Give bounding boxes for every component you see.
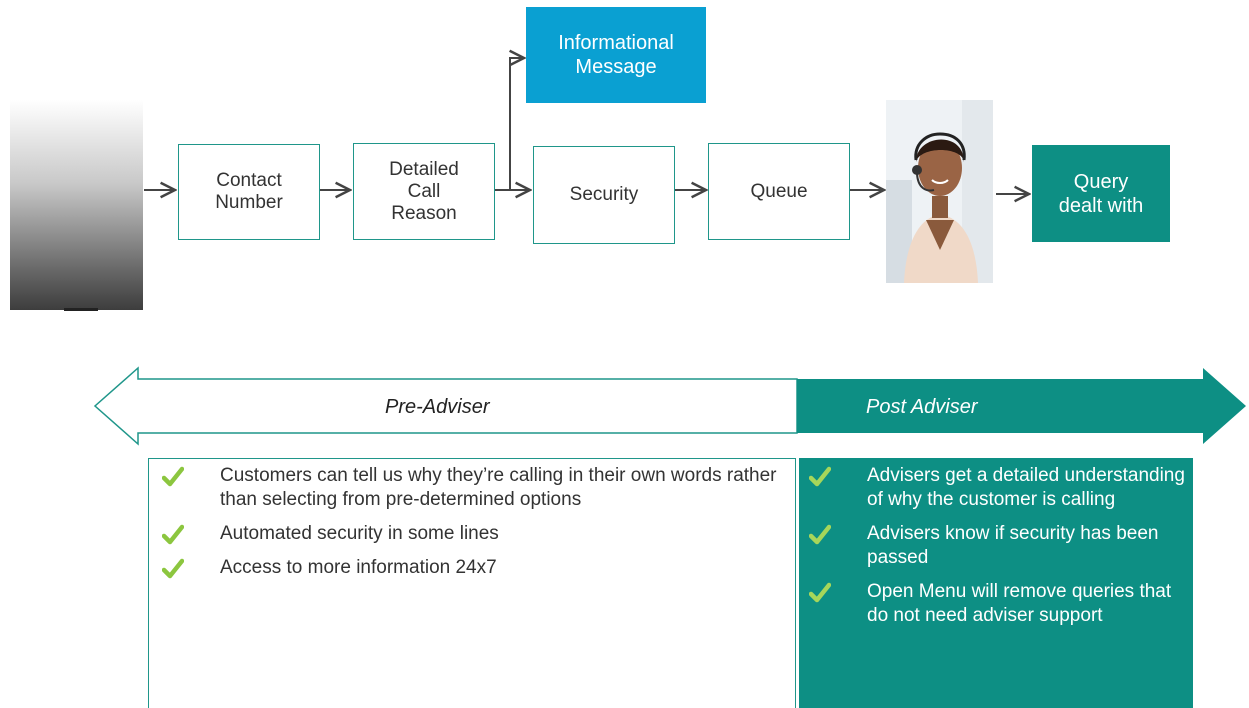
pre-adviser-arrow — [93, 366, 798, 446]
list-item: Open Menu will remove queries that do no… — [809, 580, 1189, 628]
list-item: Customers can tell us why they’re callin… — [162, 464, 792, 512]
list-item: Access to more information 24x7 — [162, 556, 792, 580]
adviser-illustration — [886, 100, 993, 283]
detailed-call-reason-label: Detailed Call Reason — [389, 158, 459, 224]
arrow-detailed-to-informational — [509, 58, 524, 190]
caller-panel-base-mark — [64, 308, 98, 311]
benefit-text: Customers can tell us why they’re callin… — [220, 465, 777, 510]
adviser-photo — [886, 100, 993, 283]
pre-adviser-benefits-list: Customers can tell us why they’re callin… — [162, 464, 792, 590]
benefit-text: Advisers get a detailed understanding of… — [867, 465, 1185, 510]
phase-arrow-banner — [93, 366, 1246, 446]
flow-connectors — [144, 0, 1249, 320]
benefit-text: Automated security in some lines — [220, 523, 499, 544]
benefit-text: Access to more information 24x7 — [220, 557, 497, 578]
post-adviser-label: Post Adviser — [866, 396, 978, 418]
informational-message-box: Informational Message — [526, 7, 706, 103]
informational-message-label: Informational Message — [558, 32, 674, 78]
list-item: Automated security in some lines — [162, 522, 792, 546]
post-adviser-arrow — [797, 368, 1246, 444]
post-adviser-panel — [799, 458, 1193, 708]
checkmark-icon — [162, 558, 184, 579]
queue-box: Queue — [708, 143, 850, 240]
query-dealt-with-label: Query dealt with — [1058, 170, 1144, 217]
security-label: Security — [569, 184, 639, 205]
checkmark-icon — [162, 524, 184, 545]
contact-number-label: Contact Number — [215, 170, 283, 213]
caller-gradient-panel — [10, 100, 143, 310]
checkmark-icon — [809, 466, 831, 487]
checkmark-icon — [809, 524, 831, 545]
list-item: Advisers know if security has been passe… — [809, 522, 1189, 570]
list-item: Advisers get a detailed understanding of… — [809, 464, 1189, 512]
benefit-text: Advisers know if security has been passe… — [867, 523, 1159, 568]
security-box: Security — [533, 146, 675, 244]
checkmark-icon — [162, 466, 184, 487]
queue-label: Queue — [750, 180, 808, 202]
checkmark-icon — [809, 582, 831, 603]
pre-adviser-panel — [148, 458, 796, 708]
detailed-call-reason-box: Detailed Call Reason — [353, 143, 495, 240]
contact-number-box: Contact Number — [178, 144, 320, 240]
post-adviser-benefits-list: Advisers get a detailed understanding of… — [809, 464, 1189, 638]
benefit-text: Open Menu will remove queries that do no… — [867, 581, 1172, 626]
query-dealt-with-box: Query dealt with — [1032, 145, 1170, 242]
pre-adviser-label: Pre-Adviser — [385, 396, 490, 418]
